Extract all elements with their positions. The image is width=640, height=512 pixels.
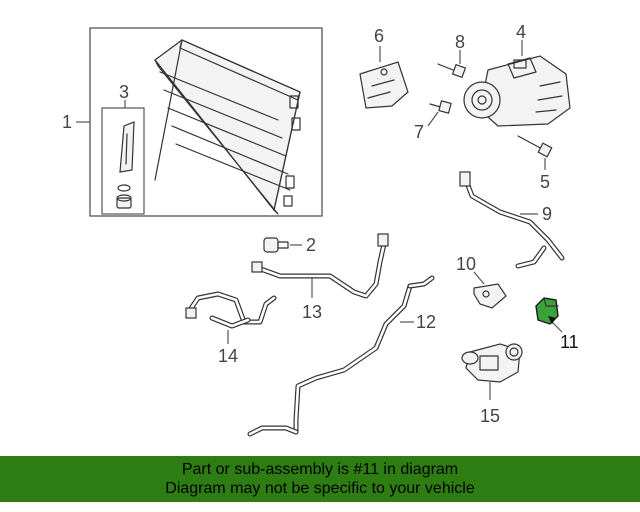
part-8-bolt[interactable] — [437, 63, 467, 79]
callout-1: 1 — [62, 112, 72, 132]
part-11-sensor[interactable] — [535, 297, 559, 325]
part-14-hose[interactable] — [185, 291, 277, 329]
callout-5: 5 — [540, 172, 550, 192]
banner-line-1: Part or sub-assembly is #11 in diagram — [181, 461, 459, 478]
part-1-condenser[interactable] — [154, 39, 301, 215]
callout-9: 9 — [542, 204, 552, 224]
callout-14: 14 — [218, 346, 238, 366]
part-12-line[interactable] — [247, 275, 435, 437]
part-2-switch[interactable] — [263, 237, 289, 253]
part-13-hose[interactable] — [251, 233, 389, 299]
callout-6: 6 — [374, 26, 384, 46]
banner-line-2: Diagram may not be specific to your vehi… — [165, 480, 475, 497]
part-3-drier[interactable] — [116, 121, 135, 209]
leader-10 — [473, 271, 485, 285]
part-6-bracket[interactable] — [359, 61, 409, 109]
callout-7: 7 — [414, 122, 424, 142]
callout-4: 4 — [516, 22, 526, 42]
part-10-bracket[interactable] — [473, 283, 507, 309]
leader-7 — [427, 111, 439, 127]
callout-2: 2 — [306, 235, 316, 255]
parts-diagram: 1 3 6 8 7 4 — [62, 22, 579, 437]
part-9-hose[interactable] — [459, 171, 565, 269]
part-5-bolt[interactable] — [517, 135, 553, 158]
drier-group-box — [101, 107, 145, 215]
callout-12: 12 — [416, 312, 436, 332]
arrow-11 — [548, 316, 556, 324]
callout-3: 3 — [119, 82, 129, 102]
callout-13: 13 — [302, 302, 322, 322]
part-4-compressor[interactable] — [463, 55, 571, 127]
part-15-valve[interactable] — [461, 343, 523, 383]
callout-10: 10 — [456, 254, 476, 274]
part-7-bolt[interactable] — [429, 100, 452, 114]
part-11-body[interactable] — [535, 297, 559, 325]
info-banner: Part or sub-assembly is #11 in diagram D… — [0, 456, 640, 502]
callout-8: 8 — [455, 32, 465, 52]
callout-11: 11 — [560, 332, 579, 352]
callout-15: 15 — [480, 406, 500, 426]
